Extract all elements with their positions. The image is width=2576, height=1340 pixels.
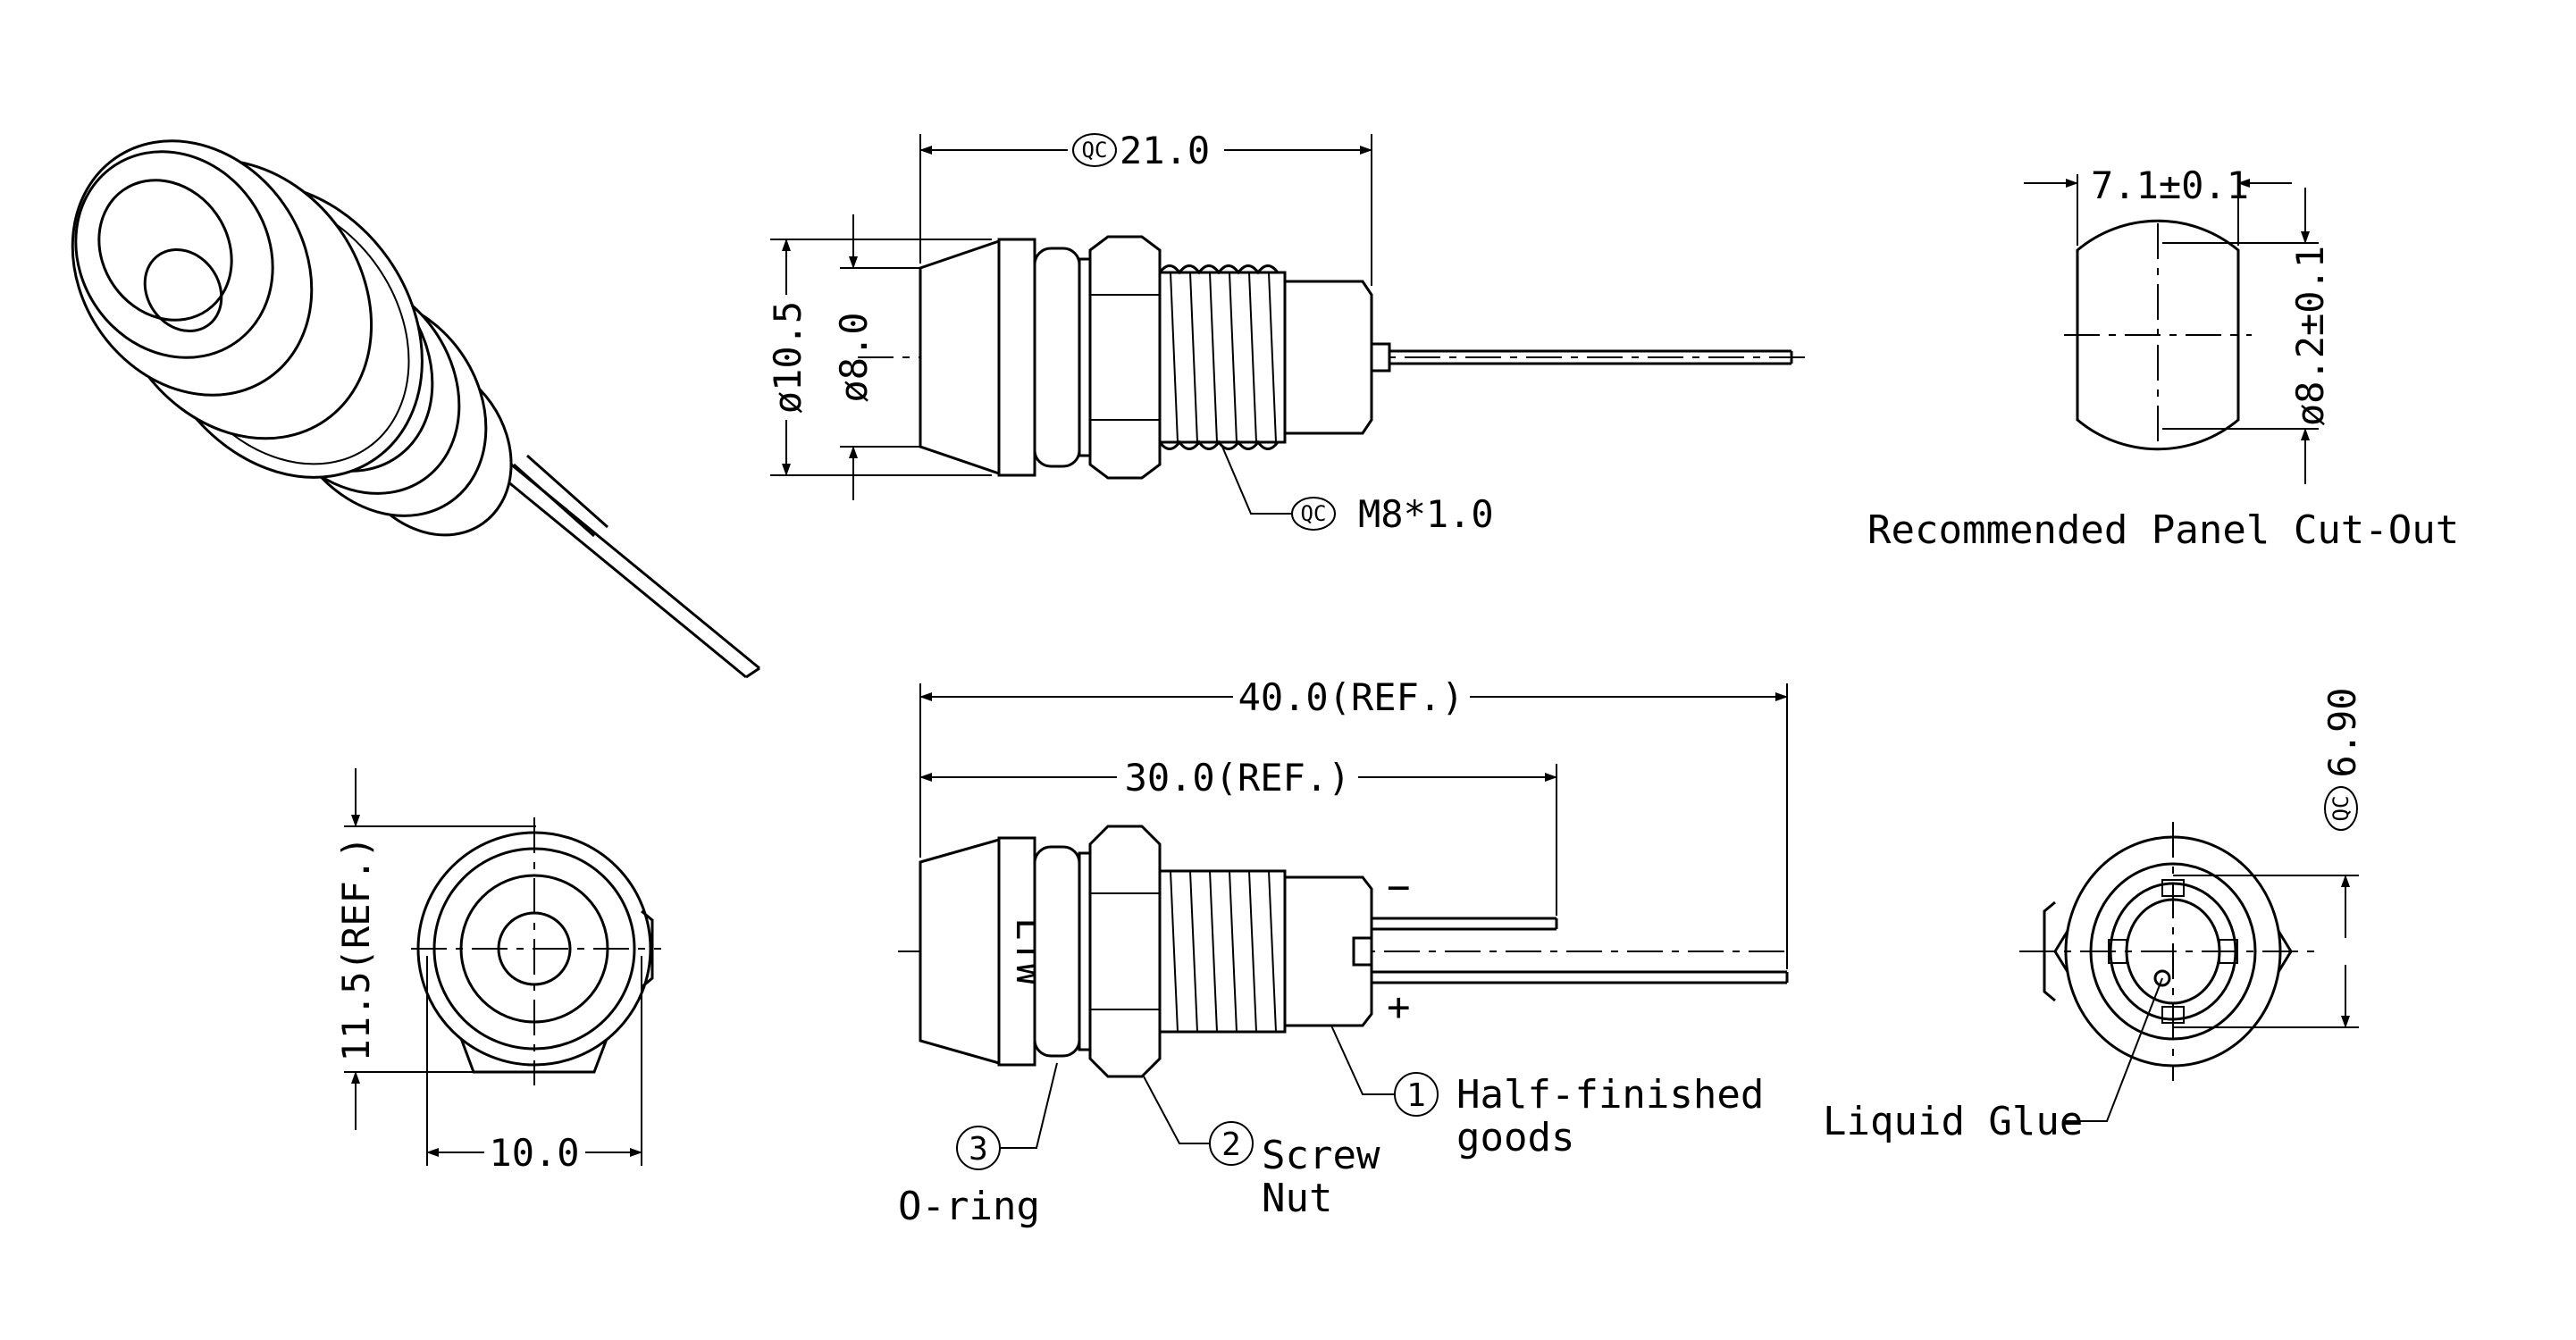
svg-text:1: 1 xyxy=(1406,1077,1426,1114)
dim-cutout-height: ø8.2±0.1 xyxy=(2288,246,2332,426)
side-view-top: QC 21.0 ø10.5 ø8.0 QC M8*1.0 xyxy=(766,129,1814,536)
minus-polarity: − xyxy=(1387,865,1411,910)
callout-o-ring: 3 O-ring xyxy=(898,1062,1058,1229)
callout-screw-nut: 2 Screw Nut xyxy=(1143,1076,1380,1221)
svg-text:3: 3 xyxy=(969,1131,988,1168)
dim-length-21: 21.0 xyxy=(1120,129,1210,172)
rear-view: QC 6.90 Liquid Glue xyxy=(1823,687,2364,1144)
panel-cutout-label: Recommended Panel Cut-Out xyxy=(1867,507,2459,553)
svg-text:Screw: Screw xyxy=(1262,1133,1380,1178)
panel-cutout-view: 7.1±0.1 ø8.2±0.1 Recommended Panel Cut-O… xyxy=(1867,163,2459,553)
dim-hex-11-5: 11.5(REF.) xyxy=(334,836,378,1062)
dim-width-10: 10.0 xyxy=(489,1131,579,1175)
qc-symbol: QC xyxy=(1301,501,1327,526)
dim-thread: M8*1.0 xyxy=(1358,492,1494,536)
dim-length-40: 40.0(REF.) xyxy=(1238,675,1464,719)
svg-text:O-ring: O-ring xyxy=(898,1184,1040,1229)
dim-length-30: 30.0(REF.) xyxy=(1125,756,1351,800)
dim-cutout-width: 7.1±0.1 xyxy=(2091,163,2249,207)
callout-half-finished: 1 Half-finished goods xyxy=(1330,1025,1764,1160)
dim-dia-6-90: 6.90 xyxy=(2320,687,2364,777)
qc-symbol: QC xyxy=(1082,138,1108,163)
side-thread-top xyxy=(1158,264,1287,450)
svg-text:Nut: Nut xyxy=(1262,1176,1332,1221)
liquid-glue-label: Liquid Glue xyxy=(1823,1099,2083,1144)
side-thread-bottom xyxy=(1158,869,1287,1034)
svg-text:goods: goods xyxy=(1456,1115,1574,1160)
qc-symbol: QC xyxy=(2328,796,2354,822)
svg-text:2: 2 xyxy=(1221,1126,1241,1163)
dim-dia-8-0: ø8.0 xyxy=(832,312,876,402)
isometric-view xyxy=(71,139,760,679)
plus-polarity: + xyxy=(1387,984,1411,1030)
side-view-bottom: LTW − + 40.0(REF.) 30.0(REF.) xyxy=(898,675,1789,1229)
front-view: 11.5(REF.) 10.0 xyxy=(334,768,661,1175)
dim-dia-10-5: ø10.5 xyxy=(766,301,810,414)
svg-text:Half-finished: Half-finished xyxy=(1456,1072,1764,1118)
